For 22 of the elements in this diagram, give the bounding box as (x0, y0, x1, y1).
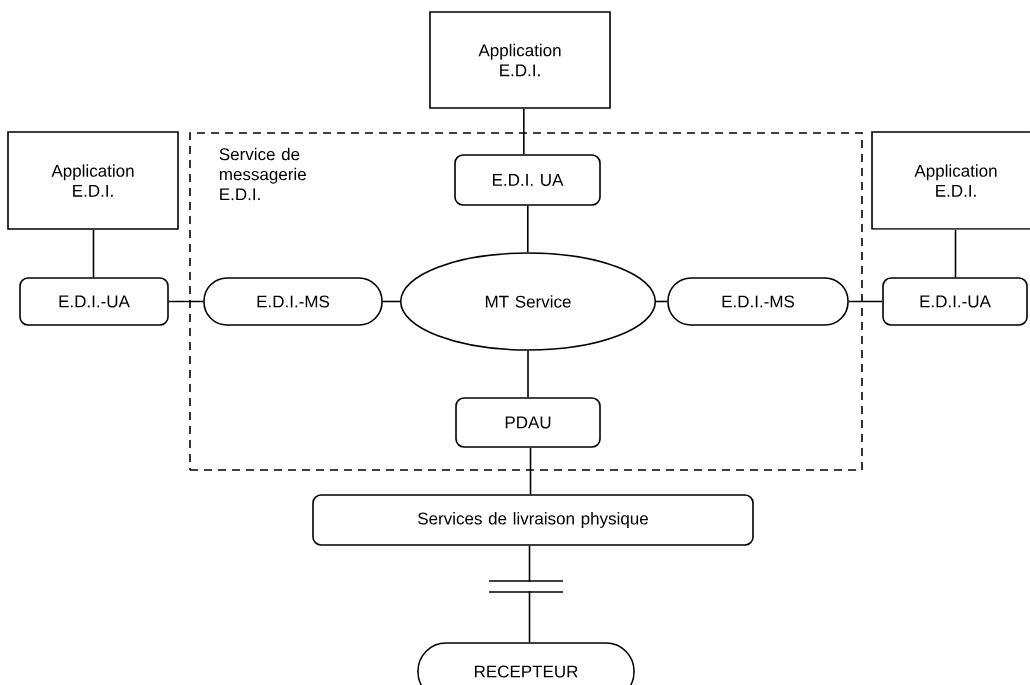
agent-box: E.D.I.-UA (882, 277, 1028, 326)
connector (655, 300, 668, 303)
connector (168, 300, 204, 303)
connector (92, 229, 95, 278)
connector (528, 545, 531, 643)
pdau-box: PDAU (455, 397, 601, 448)
receiver-box: RECEPTEUR (417, 642, 635, 685)
connector (382, 300, 401, 303)
connector (529, 447, 532, 495)
agent-box: E.D.I. UA (454, 154, 601, 206)
connector (527, 350, 529, 398)
connector (527, 205, 529, 253)
delivery-box: Services de livraison physique (312, 494, 754, 546)
store-box: E.D.I.-MS (203, 277, 383, 326)
application-box: Application E.D.I. (7, 131, 179, 230)
connector (848, 300, 883, 303)
application-box: Application E.D.I. (429, 11, 611, 109)
application-box: Application E.D.I. (871, 131, 1030, 230)
agent-box: E.D.I.-UA (19, 277, 169, 326)
connector (954, 229, 957, 278)
store-box: E.D.I.-MS (667, 277, 849, 326)
connector (523, 108, 525, 155)
